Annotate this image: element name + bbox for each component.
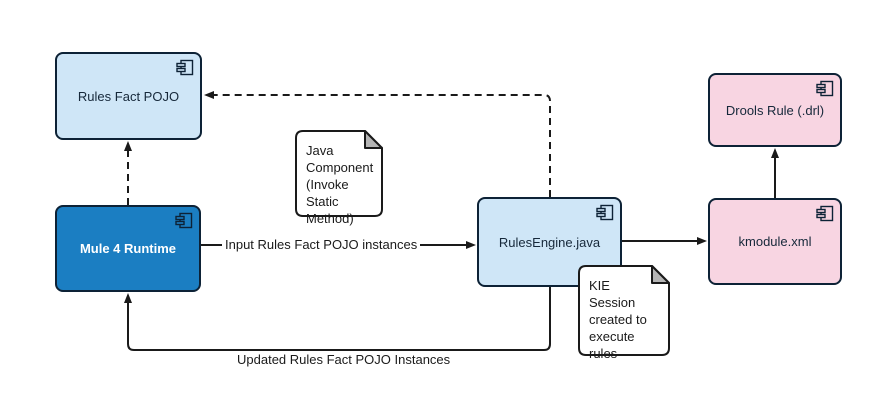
- node-drools-rule: Drools Rule (.drl): [708, 73, 842, 147]
- node-rules-fact-pojo: Rules Fact POJO: [55, 52, 202, 140]
- component-icon: [596, 204, 614, 221]
- component-icon: [175, 212, 193, 229]
- edge-label-input-rules: Input Rules Fact POJO instances: [222, 237, 421, 252]
- component-icon: [176, 59, 194, 76]
- note-fold-corner: [651, 265, 670, 284]
- edge-label-updated-rules: Updated Rules Fact POJO Instances: [237, 352, 451, 367]
- edge-updated-rules: [124, 287, 551, 351]
- node-label: RulesEngine.java: [498, 234, 601, 250]
- note-text: Java Component (Invoke Static Method): [306, 143, 374, 226]
- component-icon: [816, 205, 834, 222]
- note-fold-corner: [364, 130, 383, 149]
- note-kie-session: KIE Session created to execute rules: [578, 265, 670, 361]
- node-label: Mule 4 Runtime: [79, 241, 177, 256]
- note-shape: [578, 265, 670, 356]
- node-kmodule-xml: kmodule.xml: [708, 198, 842, 285]
- component-icon: [816, 80, 834, 97]
- node-label: Drools Rule (.drl): [725, 102, 825, 118]
- node-label: kmodule.xml: [738, 234, 812, 249]
- node-label: Rules Fact POJO: [77, 88, 180, 104]
- note-shape: [295, 130, 383, 217]
- node-mule-4-runtime: Mule 4 Runtime: [55, 205, 201, 292]
- note-java-component: Java Component (Invoke Static Method): [295, 130, 383, 226]
- note-text: KIE Session created to execute rules: [589, 278, 647, 361]
